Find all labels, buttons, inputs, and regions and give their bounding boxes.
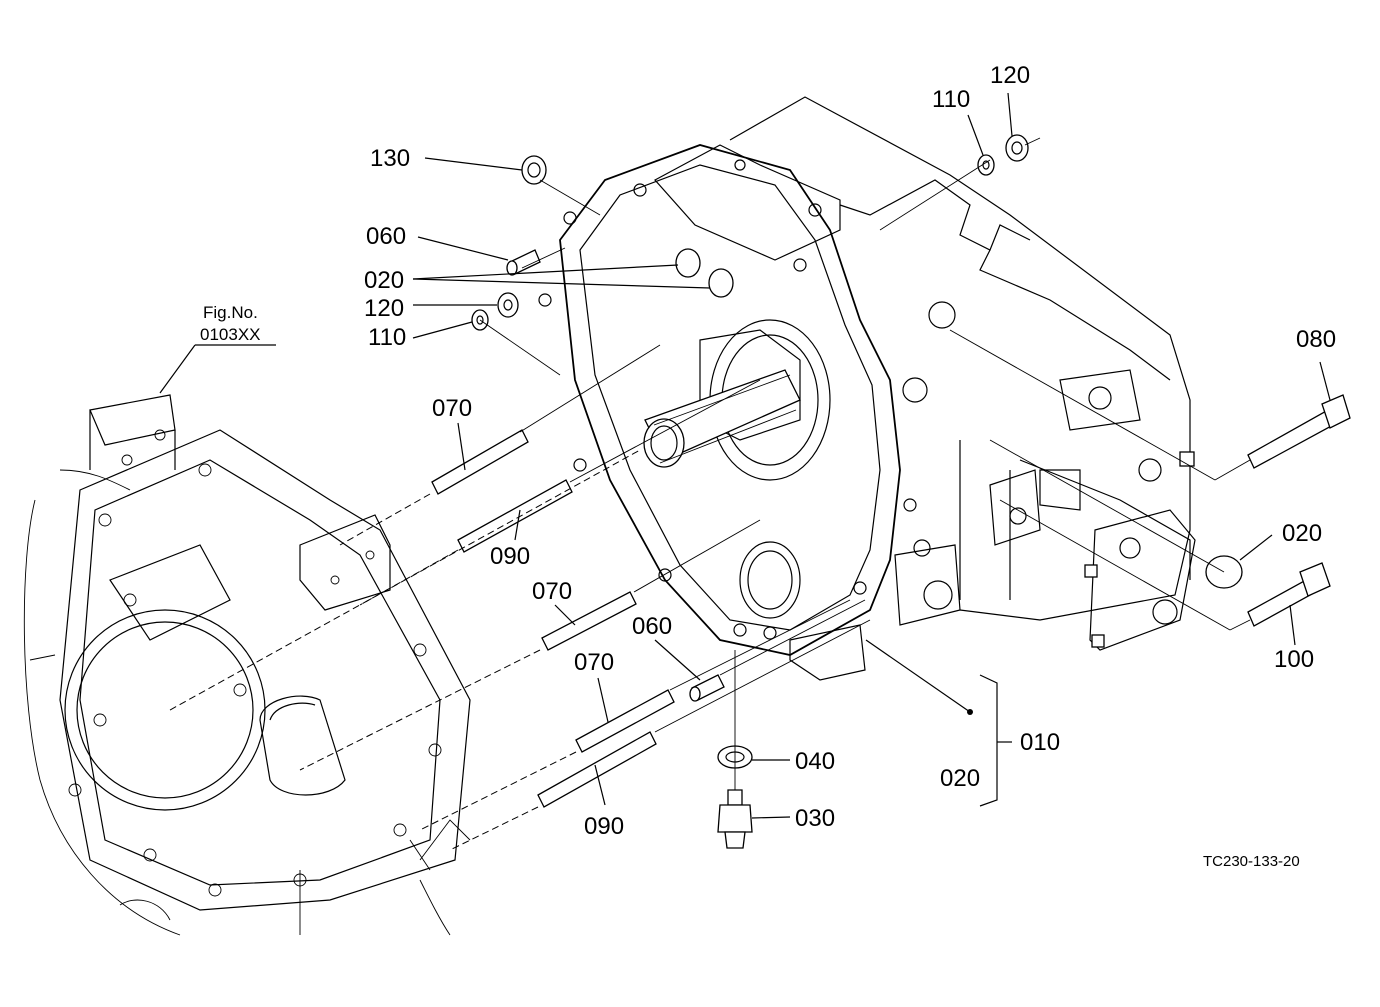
callout-010: 010 [1020, 729, 1060, 756]
callout-070-b: 070 [532, 578, 572, 605]
callout-040: 040 [795, 748, 835, 775]
callout-130-top: 130 [370, 145, 410, 172]
callout-090-b: 090 [584, 813, 624, 840]
drawing-code: TC230-133-20 [1203, 853, 1300, 870]
fig-no-number[interactable]: 0103XX [200, 325, 261, 344]
callout-070-a: 070 [432, 395, 472, 422]
loose-parts [431, 134, 1351, 849]
callout-110-left: 110 [368, 324, 406, 351]
callout-080: 080 [1296, 326, 1336, 353]
leader-lines [159, 92, 1331, 819]
flywheel-housing-ghost [23, 394, 471, 936]
callout-020-bracket: 020 [940, 765, 980, 792]
callout-060-top: 060 [366, 223, 406, 250]
callout-060-b: 060 [632, 613, 672, 640]
callout-090-a: 090 [490, 543, 530, 570]
callout-020-right: 020 [1282, 520, 1322, 547]
callout-labels: 130 110 120 060 020 120 110 080 070 090 … [364, 62, 1336, 840]
callout-110-top: 110 [932, 86, 970, 113]
assembly-guide-lines [169, 137, 1251, 935]
callout-100: 100 [1274, 646, 1314, 673]
callout-030: 030 [795, 805, 835, 832]
fig-no-title: Fig.No. [203, 303, 258, 322]
callout-070-c: 070 [574, 649, 614, 676]
callout-120-top: 120 [990, 62, 1030, 89]
callout-120-left: 120 [364, 295, 404, 322]
callout-020-top: 020 [364, 267, 404, 294]
transmission-case [538, 96, 1196, 681]
